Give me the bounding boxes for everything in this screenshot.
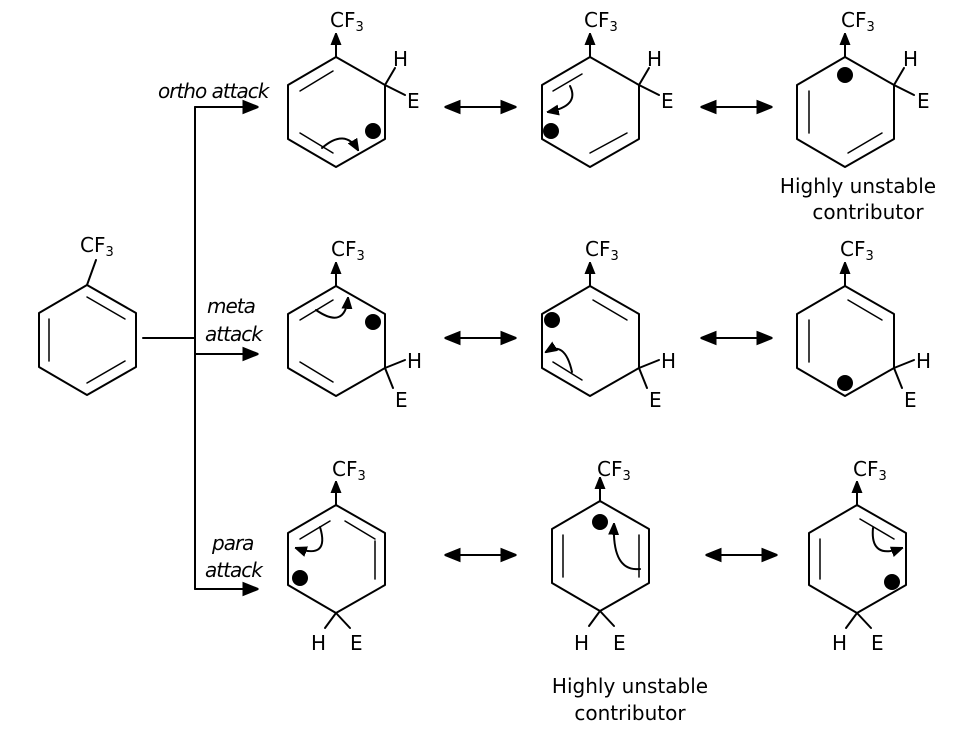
curved-arrow-icon [614, 524, 641, 571]
svg-text:CF3: CF3 [585, 237, 619, 264]
ortho-unstable-note-line1: Highly unstable [780, 174, 936, 198]
para-contributor-3: CF3 H E [808, 457, 907, 655]
svg-text:E: E [613, 631, 626, 655]
svg-text:CF3: CF3 [853, 457, 887, 484]
ortho-contributor-2: CF3 H E [541, 8, 674, 168]
svg-text:CF3: CF3 [584, 8, 618, 35]
ortho-attack-label: ortho attack [158, 79, 271, 103]
meta-contributor-3: CF3 H E [796, 237, 931, 412]
svg-text:E: E [661, 89, 674, 113]
svg-text:E: E [917, 89, 930, 113]
meta-contributor-1: CF3 H E [287, 237, 422, 412]
start-molecule: CF3 [38, 233, 137, 396]
svg-text:CF3: CF3 [332, 457, 366, 484]
hydrogen-label: H [393, 47, 408, 71]
meta-contributor-2: CF3 H E [541, 237, 676, 412]
meta-attack-label-line2: attack [205, 322, 264, 346]
cf3-bond [86, 259, 97, 286]
curved-arrow-icon [548, 85, 574, 112]
curved-arrow-icon [296, 526, 324, 551]
para-attack-label-line1: para [211, 531, 253, 555]
svg-text:H: H [311, 631, 326, 655]
svg-text:CF3: CF3 [840, 237, 874, 264]
svg-text:H: H [647, 47, 662, 71]
curved-arrow-icon [315, 298, 348, 319]
para-unstable-note-line2: contributor [574, 701, 686, 725]
svg-text:E: E [649, 388, 662, 412]
cf3-label: CF3 [80, 233, 114, 260]
cf3-label: CF3 [330, 8, 364, 35]
svg-text:E: E [395, 388, 408, 412]
svg-text:CF3: CF3 [331, 237, 365, 264]
svg-text:H: H [574, 631, 589, 655]
svg-text:E: E [350, 631, 363, 655]
curved-arrow-icon [871, 527, 902, 551]
ortho-unstable-note-line2: contributor [812, 200, 924, 224]
svg-text:E: E [871, 631, 884, 655]
benzene-ring [38, 284, 137, 396]
para-unstable-note-line1: Highly unstable [552, 674, 708, 698]
para-contributor-1: CF3 H E [287, 457, 386, 655]
branch-arrows [142, 107, 257, 589]
ortho-contributor-1: CF3 H E [287, 8, 420, 168]
svg-text:H: H [903, 47, 918, 71]
curved-arrow-icon [321, 137, 358, 150]
svg-text:H: H [832, 631, 847, 655]
svg-text:H: H [661, 349, 676, 373]
electrophile-label: E [407, 89, 420, 113]
para-contributor-2: CF3 H E [551, 457, 650, 655]
svg-text:H: H [916, 349, 931, 373]
svg-text:CF3: CF3 [597, 457, 631, 484]
svg-text:CF3: CF3 [841, 8, 875, 35]
ortho-contributor-3: CF3 H E [796, 8, 930, 168]
para-attack-label-line2: attack [205, 558, 264, 582]
meta-attack-label-line1: meta [207, 294, 255, 318]
svg-text:H: H [407, 349, 422, 373]
svg-text:E: E [904, 388, 917, 412]
curved-arrow-icon [546, 349, 573, 373]
